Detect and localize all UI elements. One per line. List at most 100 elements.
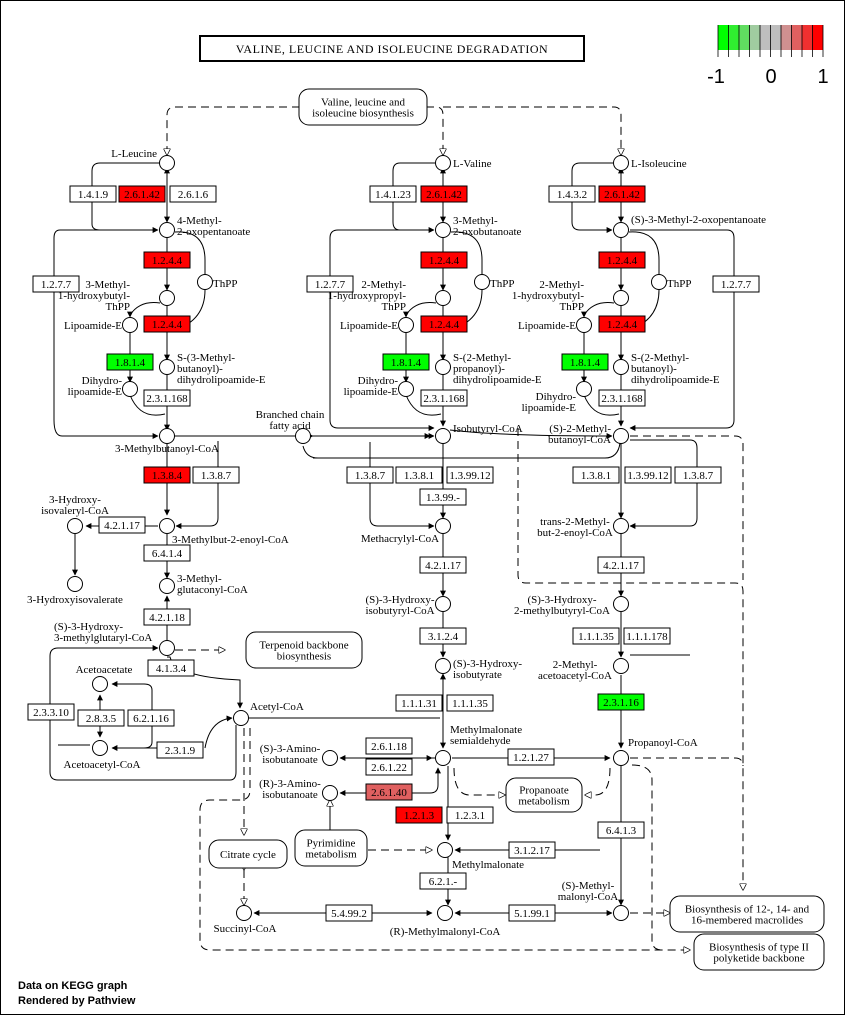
enzyme-4-2-1-18[interactable]: 4.2.1.18 <box>143 608 191 626</box>
enzyme-1-8-1-4[interactable]: 1.8.1.4 <box>106 353 154 371</box>
compound-macoa[interactable] <box>435 518 451 534</box>
compound-s2mbcoa[interactable] <box>613 428 629 444</box>
enzyme-1-3-8-7[interactable]: 1.3.8.7 <box>674 466 722 484</box>
compound-ile[interactable] <box>613 155 629 171</box>
map-citrate[interactable]: Citrate cycle <box>208 839 288 869</box>
enzyme-1-2-4-4[interactable]: 1.2.4.4 <box>598 315 646 333</box>
enzyme-5-4-99-2[interactable]: 5.4.99.2 <box>325 904 373 922</box>
compound-s3h2mbcoa[interactable] <box>613 596 629 612</box>
enzyme-1-1-1-35[interactable]: 1.1.1.35 <box>572 627 620 645</box>
compound-thpp-i[interactable] <box>613 290 629 306</box>
compound-3hivcoa[interactable] <box>67 518 83 534</box>
compound-3mb2ecoa[interactable] <box>159 518 175 534</box>
compound-s2mp[interactable] <box>435 359 451 375</box>
compound-s2mb[interactable] <box>613 359 629 375</box>
enzyme-2-6-1-42[interactable]: 2.6.1.42 <box>598 185 646 203</box>
enzyme-2-8-3-5[interactable]: 2.8.3.5 <box>77 709 125 727</box>
compound-dihydrolipoamide[interactable] <box>398 381 414 397</box>
compound-rmmcoa[interactable] <box>437 905 453 921</box>
compound-acacoa[interactable] <box>92 740 108 756</box>
compound-mob3[interactable] <box>435 222 451 238</box>
compound-3hiv[interactable] <box>67 576 83 592</box>
enzyme-1-2-7-7[interactable]: 1.2.7.7 <box>306 275 354 293</box>
compound-smmcoa[interactable] <box>613 905 629 921</box>
enzyme-1-1-1-35[interactable]: 1.1.1.35 <box>446 694 494 712</box>
compound-lipoamide[interactable] <box>122 317 138 333</box>
enzyme-2-6-1-42[interactable]: 2.6.1.42 <box>420 185 468 203</box>
enzyme-1-1-1-31[interactable]: 1.1.1.31 <box>395 694 443 712</box>
enzyme-6-4-1-4[interactable]: 6.4.1.4 <box>143 544 191 562</box>
enzyme-1-2-4-4[interactable]: 1.2.4.4 <box>143 251 191 269</box>
enzyme-1-2-4-4[interactable]: 1.2.4.4 <box>420 315 468 333</box>
compound-leu[interactable] <box>159 155 175 171</box>
enzyme-1-3-99-12[interactable]: 1.3.99.12 <box>624 466 672 484</box>
compound-mop4[interactable] <box>159 222 175 238</box>
enzyme-2-6-1-6[interactable]: 2.6.1.6 <box>169 185 217 203</box>
compound-t2mb2ecoa[interactable] <box>613 518 629 534</box>
compound-smop[interactable] <box>613 222 629 238</box>
enzyme-2-6-1-22[interactable]: 2.6.1.22 <box>365 758 413 776</box>
enzyme-2-3-1-168[interactable]: 2.3.1.168 <box>420 389 468 407</box>
enzyme-1-1-1-178[interactable]: 1.1.1.178 <box>623 627 671 645</box>
enzyme-1-2-7-7[interactable]: 1.2.7.7 <box>712 275 760 293</box>
compound-bcfa[interactable] <box>295 428 311 444</box>
enzyme-1-3-8-7[interactable]: 1.3.8.7 <box>192 466 240 484</box>
enzyme-2-3-3-10[interactable]: 2.3.3.10 <box>27 703 75 721</box>
enzyme-6-2-1--[interactable]: 6.2.1.- <box>419 872 467 890</box>
compound-mma[interactable] <box>437 842 453 858</box>
enzyme-1-2-4-4[interactable]: 1.2.4.4 <box>420 251 468 269</box>
enzyme-6-2-1-16[interactable]: 6.2.1.16 <box>127 709 175 727</box>
enzyme-2-3-1-16[interactable]: 2.3.1.16 <box>597 693 645 711</box>
enzyme-1-2-3-1[interactable]: 1.2.3.1 <box>446 806 494 824</box>
enzyme-1-4-1-23[interactable]: 1.4.1.23 <box>369 185 417 203</box>
enzyme-4-2-1-17[interactable]: 4.2.1.17 <box>98 516 146 534</box>
enzyme-2-6-1-42[interactable]: 2.6.1.42 <box>118 185 166 203</box>
enzyme-1-3-99-12[interactable]: 1.3.99.12 <box>446 466 494 484</box>
enzyme-2-3-1-168[interactable]: 2.3.1.168 <box>143 389 191 407</box>
compound-thpp[interactable] <box>651 274 667 290</box>
compound-thpp[interactable] <box>197 274 213 290</box>
enzyme-4-2-1-17[interactable]: 4.2.1.17 <box>419 556 467 574</box>
enzyme-2-6-1-18[interactable]: 2.6.1.18 <box>365 737 413 755</box>
compound-s3aib[interactable] <box>322 750 338 766</box>
compound-thpp-l[interactable] <box>159 290 175 306</box>
enzyme-1-3-8-1[interactable]: 1.3.8.1 <box>572 466 620 484</box>
compound-acetoacetate[interactable] <box>92 676 108 692</box>
enzyme-1-3-8-7[interactable]: 1.3.8.7 <box>346 466 394 484</box>
compound-thpp[interactable] <box>474 274 490 290</box>
compound-lipoamide[interactable] <box>398 317 414 333</box>
compound-propcoa[interactable] <box>613 750 629 766</box>
compound-lipoamide[interactable] <box>576 317 592 333</box>
enzyme-3-1-2-17[interactable]: 3.1.2.17 <box>508 841 556 859</box>
enzyme-3-1-2-4[interactable]: 3.1.2.4 <box>419 627 467 645</box>
compound-r3aib[interactable] <box>322 785 338 801</box>
enzyme-5-1-99-1[interactable]: 5.1.99.1 <box>508 904 556 922</box>
compound-hmgcoa[interactable] <box>159 640 175 656</box>
enzyme-2-3-1-168[interactable]: 2.3.1.168 <box>598 389 646 407</box>
enzyme-4-2-1-17[interactable]: 4.2.1.17 <box>597 556 645 574</box>
compound-dihydrolipoamide[interactable] <box>122 381 138 397</box>
enzyme-1-4-3-2[interactable]: 1.4.3.2 <box>548 185 596 203</box>
compound-3mgcoa[interactable] <box>159 578 175 594</box>
enzyme-2-6-1-40[interactable]: 2.6.1.40 <box>365 783 413 801</box>
compound-2maacoa[interactable] <box>613 658 629 674</box>
compound-3mbcoa[interactable] <box>159 428 175 444</box>
enzyme-4-1-3-4[interactable]: 4.1.3.4 <box>147 659 195 677</box>
compound-ibcoa[interactable] <box>435 428 451 444</box>
compound-accoa[interactable] <box>233 710 249 726</box>
enzyme-1-2-4-4[interactable]: 1.2.4.4 <box>143 315 191 333</box>
compound-s3hib[interactable] <box>435 658 451 674</box>
compound-s3mb[interactable] <box>159 359 175 375</box>
enzyme-6-4-1-3[interactable]: 6.4.1.3 <box>597 821 645 839</box>
enzyme-1-3-8-4[interactable]: 1.3.8.4 <box>143 466 191 484</box>
enzyme-1-3-8-1[interactable]: 1.3.8.1 <box>395 466 443 484</box>
compound-succoa[interactable] <box>236 905 252 921</box>
enzyme-1-8-1-4[interactable]: 1.8.1.4 <box>382 353 430 371</box>
compound-dihydrolipoamide[interactable] <box>576 381 592 397</box>
